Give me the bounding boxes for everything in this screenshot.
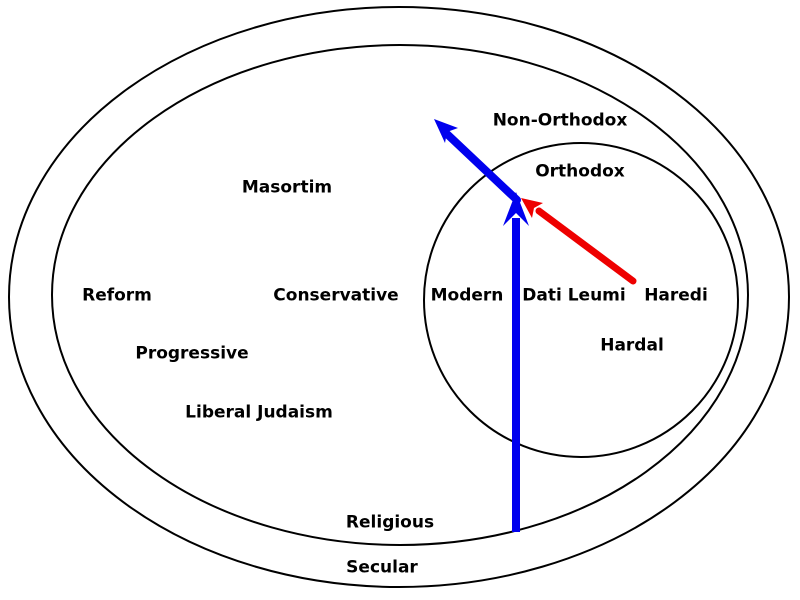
label-orthodox: Orthodox [535, 161, 625, 182]
secular-ellipse [8, 6, 790, 588]
label-secular: Secular [346, 557, 418, 578]
orthodox-circle [423, 142, 739, 458]
label-religious: Religious [345, 512, 435, 533]
label-hardal: Hardal [600, 335, 664, 356]
label-non-orthodox: Non-Orthodox [492, 110, 628, 131]
label-modern: Modern [430, 285, 504, 306]
blue-diagonal-arrow-shaft [443, 130, 521, 204]
label-masortim: Masortim [241, 177, 333, 198]
label-liberal-judaism: Liberal Judaism [185, 402, 333, 423]
red-arrow-shaft [535, 207, 637, 285]
label-conservative: Conservative [273, 285, 399, 306]
label-progressive: Progressive [135, 343, 249, 364]
blue-diagonal-arrow-head-icon [434, 119, 458, 143]
blue-vertical-arrow-head-icon [503, 192, 529, 226]
label-haredi: Haredi [644, 285, 708, 306]
religious-ellipse [51, 44, 749, 546]
label-dati-leumi: Dati Leumi [522, 285, 626, 306]
red-arrow-head-icon [521, 198, 543, 218]
label-reform: Reform [82, 285, 152, 306]
